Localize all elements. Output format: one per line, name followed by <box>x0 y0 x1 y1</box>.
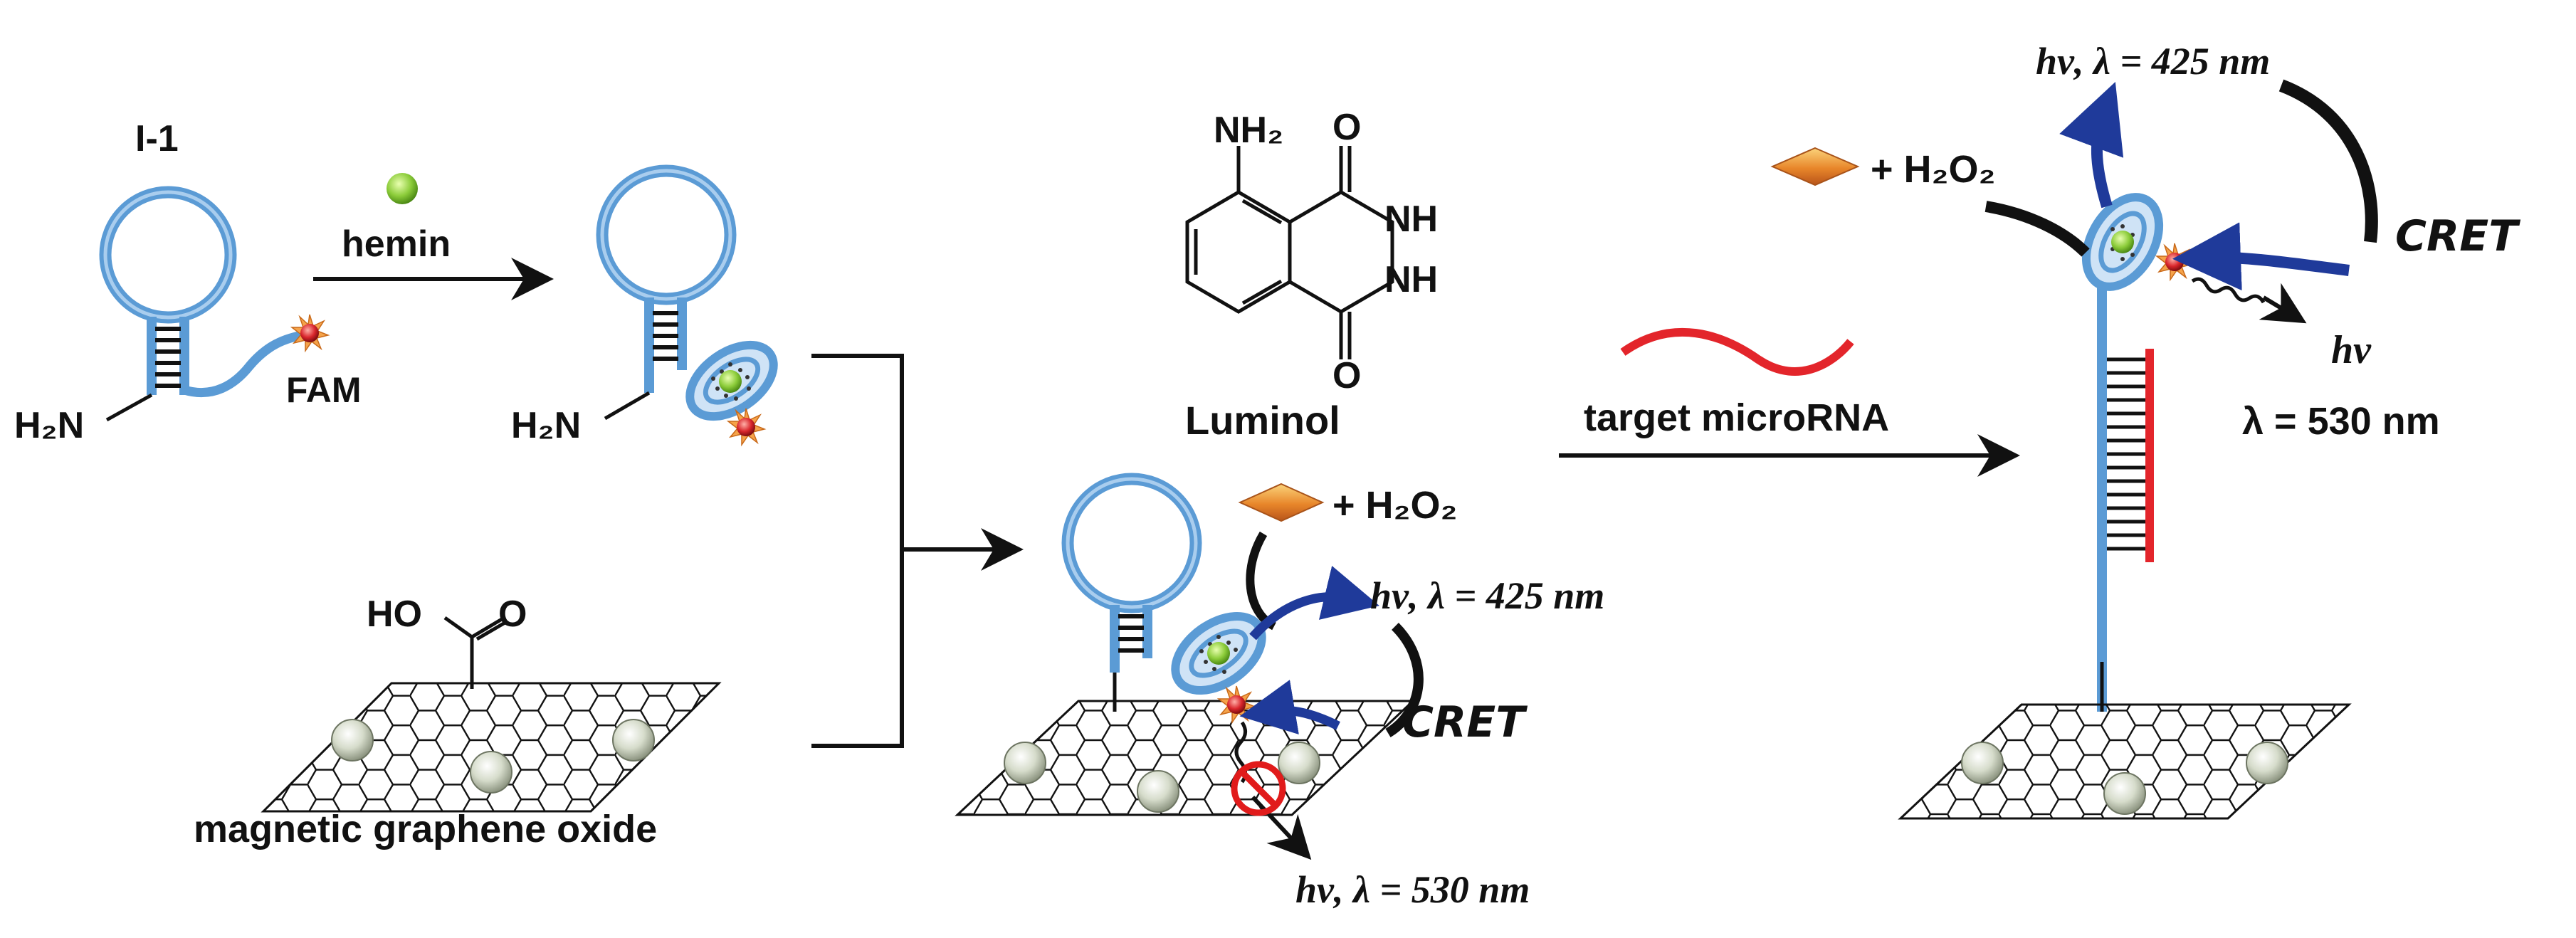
fam-emission-hv-label: hν <box>2331 328 2372 372</box>
adsorbed-probe <box>1061 473 1266 712</box>
fam-label: FAM <box>286 370 362 410</box>
graphene-oxide-sheet <box>261 616 722 813</box>
amino-group-label: NH₂ <box>1214 110 1283 151</box>
magnetic-nanoparticle-icon <box>2103 772 2146 815</box>
reaction-arrow <box>1246 531 1277 631</box>
magnetic-nanoparticle-icon <box>1137 770 1179 813</box>
emission-arrow-425 <box>2059 82 2124 209</box>
magnetic-nanoparticle-icon <box>1004 742 1046 784</box>
cret-label: CRET <box>2395 211 2520 261</box>
target-microrna-strand <box>1620 327 1854 376</box>
magnetic-nanoparticle-icon <box>331 719 374 762</box>
magnetic-nanoparticle-icon <box>2246 742 2288 784</box>
magnetic-nanoparticle-icon <box>470 751 512 794</box>
h2o2-label: + H₂O₂ <box>1871 148 1996 191</box>
target-microrna-label: target microRNA <box>1584 396 1889 439</box>
h2o2-label: + H₂O₂ <box>1332 484 1458 527</box>
cret-swoosh <box>2278 79 2378 243</box>
hairpin-g-quadruplex <box>596 164 778 421</box>
amine-label: H₂N <box>511 405 581 446</box>
cret-arrow <box>2172 222 2350 291</box>
luminol-oxygen-label: O <box>1332 107 1361 148</box>
merge-bracket <box>811 354 1024 748</box>
fam-emission-wavelength-label: λ = 530 nm <box>2242 400 2440 443</box>
cret-label: CRET <box>1402 697 1528 747</box>
released-duplex <box>2081 193 2164 712</box>
magnetic-nanoparticle-icon <box>1961 742 2004 784</box>
emission-530-quenched-label: hν, λ = 530 nm <box>1295 868 1530 911</box>
probe-label: I-1 <box>135 118 179 159</box>
magnetic-nanoparticle-icon <box>612 719 655 762</box>
luminol-nh-label: NH <box>1384 259 1438 300</box>
emission-425-label: hν, λ = 425 nm <box>2036 40 2270 83</box>
mgo-label: magnetic graphene oxide <box>194 808 657 850</box>
no-emission-icon <box>1231 761 1286 816</box>
luminol-structure <box>1185 146 1394 359</box>
graphene-oxide-sheet <box>1898 703 2352 820</box>
cret-arrow <box>1239 680 1340 735</box>
cret-swoosh <box>1385 623 1424 737</box>
hrp-diamond-icon <box>1238 483 1325 522</box>
amine-label: H₂N <box>14 405 84 446</box>
hairpin-probe-i1 <box>99 186 307 422</box>
fam-fluorophore-icon <box>2156 243 2194 280</box>
luminol-label: Luminol <box>1185 398 1340 443</box>
quenched-emission-arrow <box>1251 795 1312 860</box>
hydroxyl-label: HO <box>367 594 422 635</box>
fam-emission-arrow <box>2259 283 2307 324</box>
emission-425-label: hν, λ = 425 nm <box>1370 574 1604 617</box>
hemin-label: hemin <box>342 223 451 265</box>
carbonyl-label: O <box>498 594 527 635</box>
luminol-nh-label: NH <box>1384 199 1438 240</box>
hemin-icon <box>387 173 418 204</box>
reaction-arrow <box>1984 201 2090 257</box>
emission-arrow-425 <box>1249 565 1379 641</box>
magnetic-nanoparticle-icon <box>1278 742 1320 784</box>
luminol-oxygen-label: O <box>1332 355 1361 396</box>
fam-emission-wave <box>2191 277 2266 304</box>
hrp-diamond-icon <box>1770 147 1860 186</box>
